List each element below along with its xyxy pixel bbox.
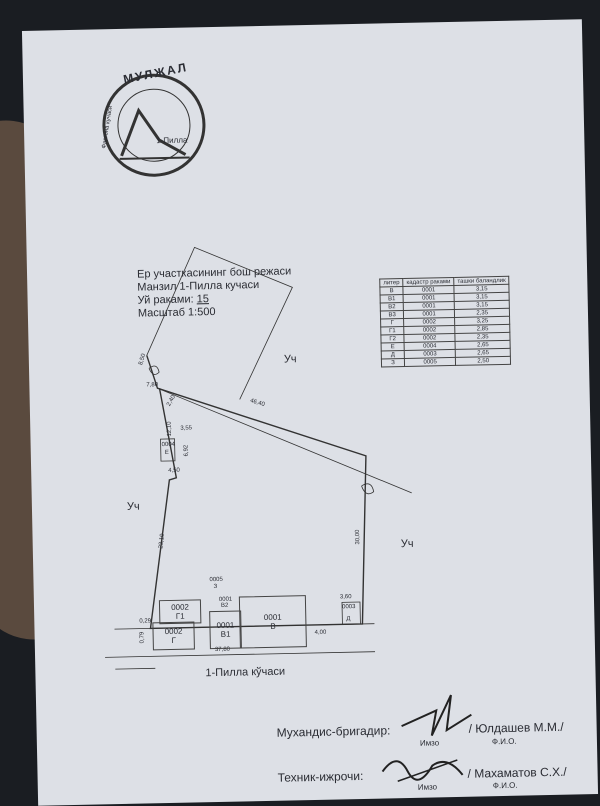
- dim-label: 4,00: [314, 629, 327, 636]
- building-b1: 0001 В1: [209, 610, 242, 650]
- building-code: 0002: [171, 602, 190, 612]
- building-d-lit: Д: [346, 616, 351, 623]
- dim-label: 6,92: [183, 444, 190, 457]
- neighbor-right: Уч: [400, 537, 414, 551]
- building-e-code: 0004: [161, 441, 176, 449]
- building-d-code: 0003: [342, 604, 356, 611]
- building-g: 0002 Г: [152, 621, 195, 651]
- neighbor-top: Уч: [283, 353, 297, 366]
- building-e-lit: Е: [164, 449, 169, 457]
- building-b2-lit: В2: [220, 602, 229, 609]
- plot-drawing: [105, 246, 412, 670]
- building-lit: В: [270, 621, 276, 631]
- engineer-signature: [401, 694, 472, 736]
- document-sheet: МУЛЖАЛ Фаргона кучаси 1-Пилла Ер участка…: [21, 19, 599, 806]
- dim-label: 7,80: [146, 382, 159, 389]
- street-name: 1-Пилла кўчаси: [205, 665, 286, 680]
- neighbor-left: Уч: [126, 500, 140, 513]
- dim-label: 4,50: [168, 467, 180, 474]
- building-lit: Г1: [175, 611, 185, 621]
- tech-label: Техник-ижрочи:: [277, 768, 364, 785]
- dim-label: 3,55: [180, 425, 193, 432]
- engineer-label: Мухандис-бригадир:: [276, 723, 391, 740]
- building-code: 0001: [216, 620, 235, 631]
- building-g1: 0002 Г1: [158, 599, 202, 625]
- dim-label: 12,10: [166, 421, 173, 437]
- building-lit: В1: [220, 629, 231, 639]
- building-lit: Г: [171, 635, 177, 645]
- engineer-fio: Ф.И.О.: [491, 736, 517, 747]
- dim-label: 30,00: [354, 529, 362, 545]
- tech-fio: Ф.И.О.: [492, 780, 518, 791]
- mulzhal-logo: [102, 73, 206, 177]
- tech-imzo: Имзо: [417, 782, 438, 792]
- dim-label: 3,60: [339, 594, 352, 601]
- tech-name: / Махаматов С.Х./: [467, 764, 567, 781]
- building-z-code: 0005: [209, 576, 223, 584]
- dim-label: 0,79: [139, 631, 146, 644]
- dim-label: 0,29: [139, 618, 152, 625]
- tech-signature: [381, 759, 464, 782]
- building-z-lit: З: [213, 583, 218, 591]
- building-code: 0001: [263, 612, 282, 623]
- building-b: 0001 В: [238, 595, 307, 649]
- engineer-name: / Юлдашев М.М./: [468, 719, 564, 736]
- building-code: 0002: [164, 626, 183, 637]
